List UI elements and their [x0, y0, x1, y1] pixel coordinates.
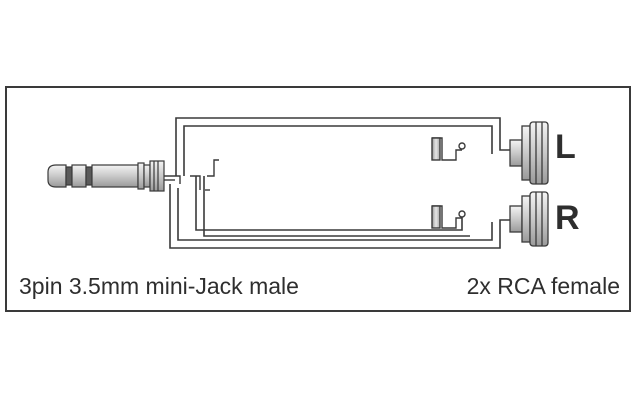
channel-label-right: R: [555, 199, 580, 237]
rca-caption: 2x RCA female: [466, 273, 620, 299]
rca-socket-icon: [509, 191, 549, 247]
diagram-frame: [5, 86, 631, 312]
jack-terminals: [164, 159, 219, 191]
ground-lug-right: [431, 205, 466, 229]
rca-socket-icon: [509, 121, 549, 185]
mini-jack-caption: 3pin 3.5mm mini-Jack male: [19, 273, 299, 299]
wire-left-channel: [175, 117, 516, 176]
mini-jack-plug-icon: [47, 160, 165, 192]
wire-ground: [195, 176, 470, 237]
channel-label-left: L: [555, 128, 576, 166]
ground-lug-left: [431, 137, 466, 161]
wire-right-channel: [169, 184, 516, 249]
